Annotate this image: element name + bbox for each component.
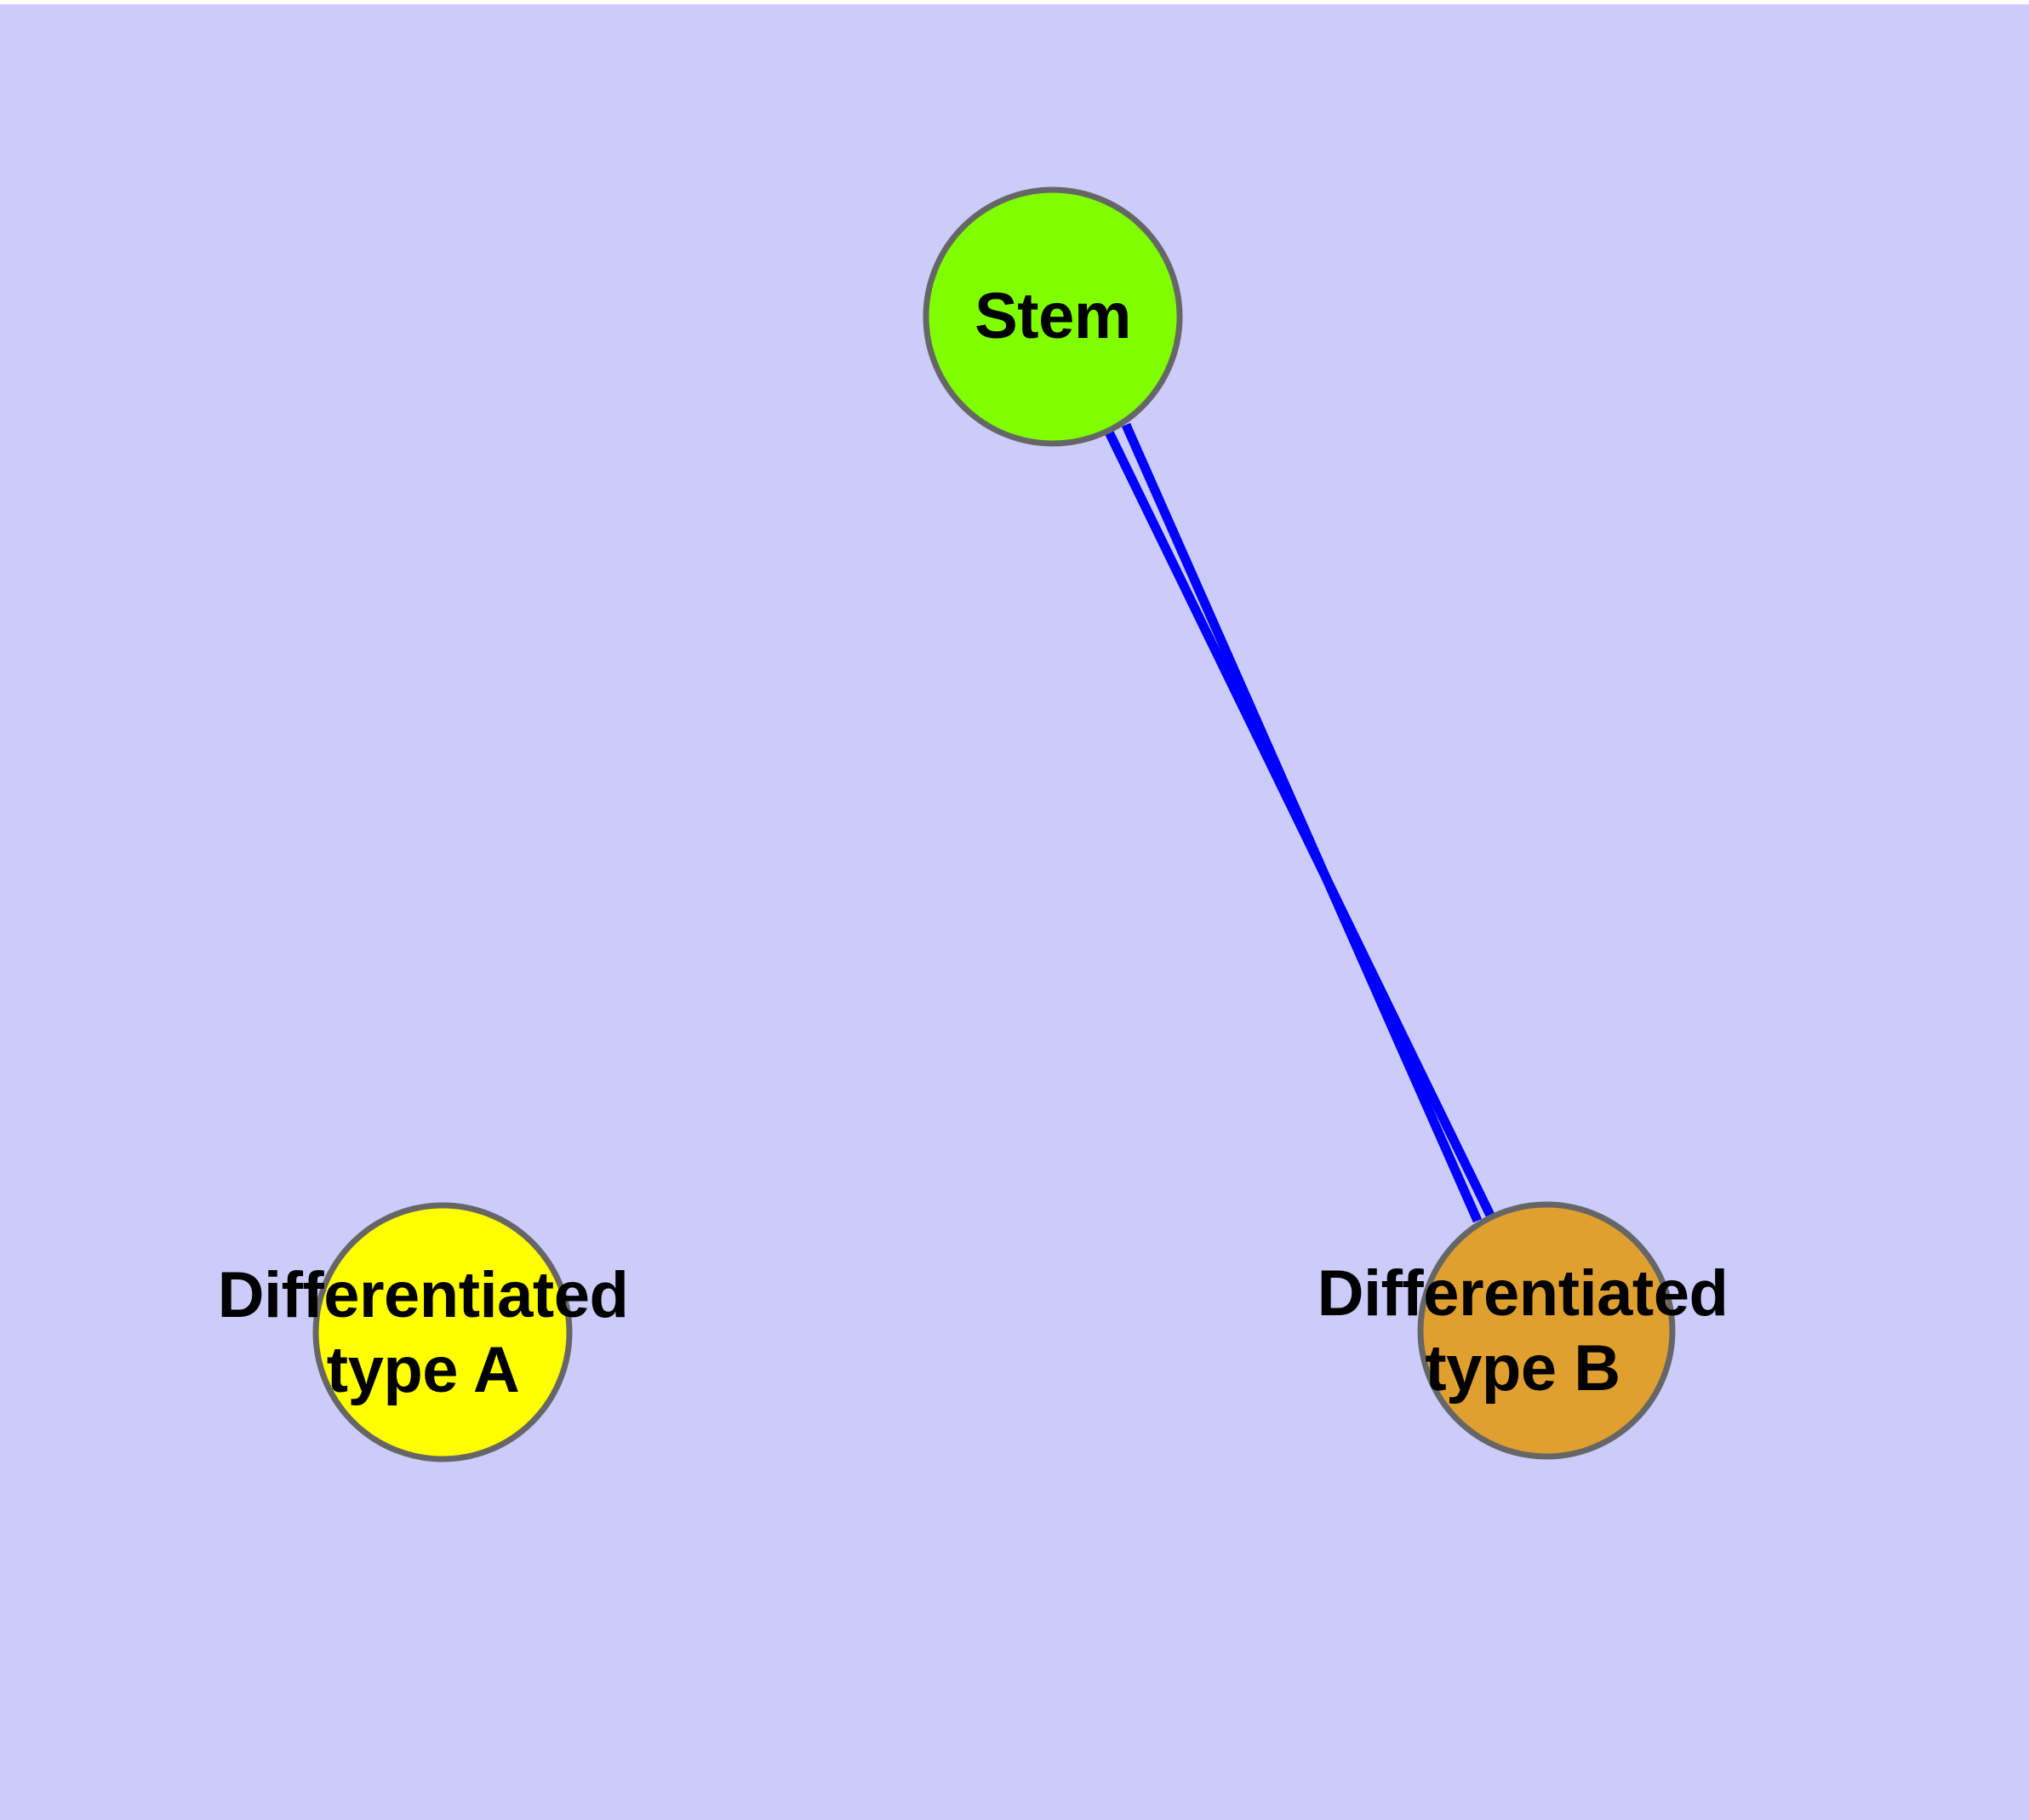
edge-stem-to-differentiated-type-b [1121,422,1483,1223]
edge-layer [1104,422,1496,1223]
graph-svg [312,186,1676,1462]
node-layer [312,186,1676,1462]
node-differentiated-type-b[interactable] [1417,1201,1676,1460]
node-differentiated-type-a[interactable] [312,1202,573,1462]
node-stem[interactable] [923,186,1183,447]
